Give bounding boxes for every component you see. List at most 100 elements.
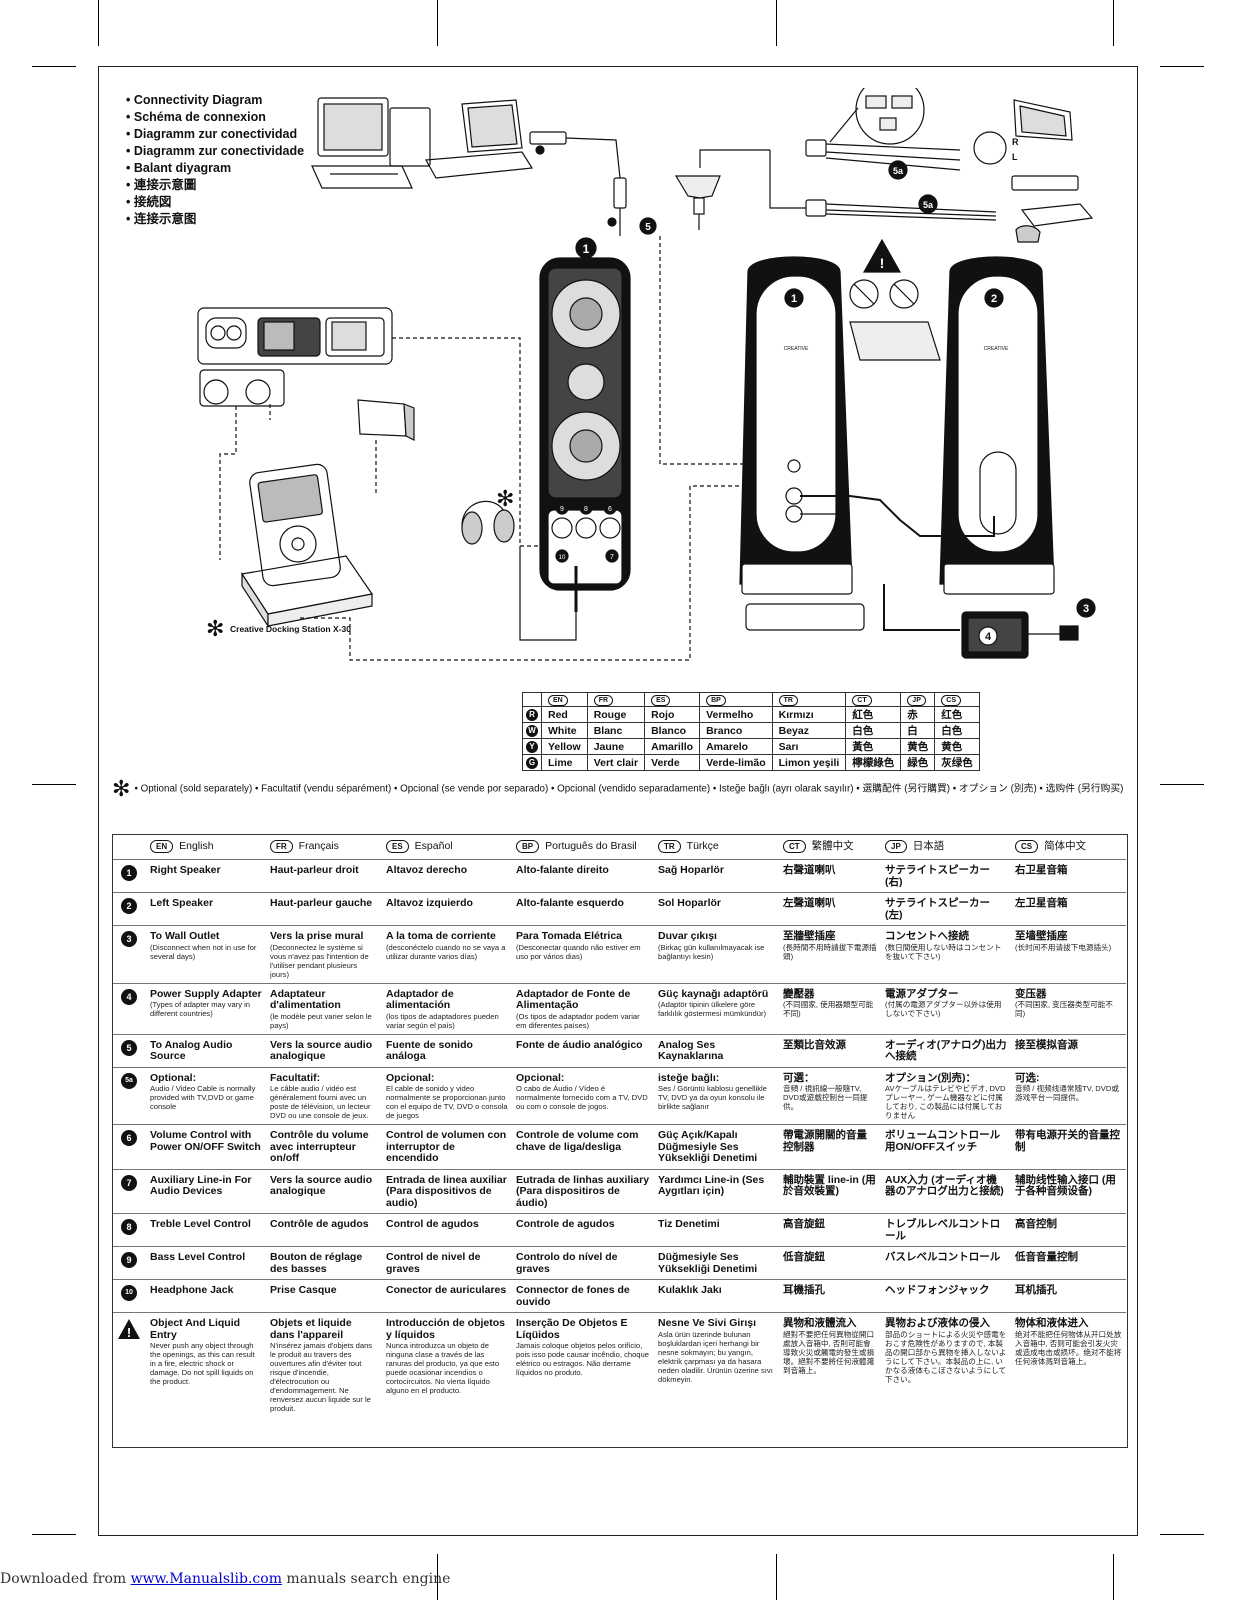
legend-cell: Control de nivel de graves (382, 1246, 512, 1280)
color-key: R (526, 709, 538, 721)
optional-star-icon: ✻ (112, 776, 131, 801)
legend-cell: Alto-falante direito (512, 859, 654, 893)
legend-cell: A la toma de corriente(desconéctelo cuan… (382, 925, 512, 983)
legend-note: (Disconnect when not in use for several … (150, 942, 257, 961)
legend-cell: Fonte de áudio analógico (512, 1033, 654, 1067)
legend-number: 1 (112, 859, 146, 893)
svg-text:10: 10 (559, 555, 566, 561)
lang-name: Português do Brasil (545, 840, 637, 852)
lang-name: 简体中文 (1044, 840, 1087, 852)
legend-term: Tiz Denetimi (658, 1218, 720, 1230)
color-cell: Amarillo (644, 738, 701, 755)
legend-cell: 耳机插孔 (1011, 1279, 1126, 1313)
callout-number: 9 (121, 1252, 137, 1268)
legend-term: Sağ Hoparlör (658, 864, 724, 876)
color-cell: 緑色 (900, 754, 936, 771)
legend-cell: Right Speaker (146, 859, 266, 893)
legend-note: (Os tipos de adaptador podem variar em d… (516, 1011, 640, 1030)
legend-term: 高音控制 (1015, 1218, 1057, 1230)
legend-term: Headphone Jack (150, 1284, 234, 1296)
callout-number: 4 (121, 988, 137, 1005)
legend-note: Never push any object through the openin… (150, 1341, 255, 1386)
legend-cell: Contrôle du volume avec interrupteur on/… (266, 1124, 382, 1169)
legend-cell: Controle de volume com chave de liga/des… (512, 1124, 654, 1169)
legend-number: 5 (112, 1033, 146, 1067)
legend-cell: Vers la prise mural(Deconnectez le systè… (266, 925, 382, 983)
legend-cell: Headphone Jack (146, 1279, 266, 1313)
legend-term: To Analog Audio Source (150, 1038, 233, 1062)
legend-cell: Connector de fones de ouvido (512, 1279, 654, 1313)
legend-term: ヘッドフォンジャック (885, 1284, 990, 1296)
legend-term: 物体和液体进入 (1015, 1317, 1089, 1329)
callout-number: 8 (121, 1219, 137, 1235)
svg-text:!: ! (880, 255, 885, 271)
callout-1: 1 (583, 242, 590, 256)
legend-term: 帶電源開關的音量控制器 (783, 1129, 867, 1153)
crop-mark (437, 1554, 438, 1600)
legend-cell: Alto-falante esquerdo (512, 892, 654, 926)
legend-note: (長時間不用時請拔下電源插頭) (783, 942, 877, 961)
legend-cell: サテライトスピーカー(右) (881, 859, 1011, 893)
legend-cell: To Wall Outlet(Disconnect when not in us… (146, 925, 266, 983)
legend-term: Yardımcı Line-in (Ses Aygıtları için) (658, 1173, 765, 1197)
legend-note: Ses / Görüntü kablosu genellikle TV, DVD… (658, 1084, 767, 1111)
right-speaker-brand: CREATIVE (784, 346, 809, 352)
legend-cell: Control de agudos (382, 1213, 512, 1247)
legend-term: Fuente de sonido análoga (386, 1038, 473, 1062)
callout-5a-top: 5a (893, 166, 904, 176)
callout-3: 3 (1083, 603, 1089, 615)
color-cell: Rojo (644, 706, 701, 723)
optional-star-icon: ✻ (496, 486, 514, 511)
connectivity-diagram: 5 R L 5a 5a ! (197, 88, 1096, 661)
legend-cell: 輔助裝置 line-in (用於音效裝置) (779, 1168, 881, 1214)
cable-color-table: EN FR ES BP TR CT JP CS R Red Rouge Rojo… (522, 692, 980, 771)
lang-badge: CT (783, 840, 806, 853)
legend-term: 至類比音效源 (783, 1038, 846, 1051)
legend-cell: コンセントへ接続(数日間使用しない時はコンセントを抜いて下さい) (881, 925, 1011, 983)
legend-cell: Opcional:El cable de sonido y video norm… (382, 1066, 512, 1125)
legend-term: 变压器 (1015, 987, 1047, 1000)
laptop-icon (425, 99, 534, 179)
footer-prefix: Downloaded from (0, 1571, 131, 1587)
legend-cell: Auxiliary Line-in For Audio Devices (146, 1168, 266, 1214)
callout-number: 5a (121, 1072, 137, 1089)
legend-cell: 可选:音频 / 视频线通常随TV, DVD或游戏平台一同提供。 (1011, 1066, 1126, 1125)
crop-mark (1160, 1534, 1204, 1535)
legend-cell: 左卫星音箱 (1011, 892, 1126, 926)
legend-term: Object And Liquid Entry (150, 1317, 241, 1341)
legend-term: Sol Hoparlör (658, 897, 722, 909)
legend-term: Adaptador de Fonte de Alimentação (516, 987, 631, 1011)
legend-note: AVケーブルはテレビやビデオ, DVDプレーヤー, ゲーム機器などに付属しており… (885, 1084, 1006, 1120)
crop-mark (437, 0, 438, 46)
callout-4: 4 (985, 631, 992, 643)
legend-cell: Düğmesiyle Ses Yüksekliği Denetimi (654, 1246, 779, 1280)
legend-cell: 變壓器(不同國家, 使用器類型可能不同) (779, 982, 881, 1034)
legend-term: 左聲道喇叭 (783, 897, 836, 909)
mp3-player-devices-icon (197, 307, 393, 407)
legend-cell: 带有电源开关的音量控制 (1011, 1124, 1126, 1169)
callout-5: 5 (645, 222, 651, 233)
title-fr: Schéma de connexion (126, 109, 304, 126)
legend-term: Objets et liquide dans l'appareil (270, 1317, 352, 1341)
legend-cell: Haut-parleur droit (266, 859, 382, 893)
legend-term: Connector de fones de ouvido (516, 1284, 630, 1308)
legend-cell: Control de volumen con interruptor de en… (382, 1124, 512, 1169)
television-icon (1013, 99, 1073, 141)
legend-cell: Sol Hoparlör (654, 892, 779, 926)
lang-badge: ES (386, 840, 409, 853)
manualslib-link[interactable]: www.Manualslib.com (130, 1571, 282, 1587)
legend-term: 耳機插孔 (783, 1284, 825, 1296)
legend-term: 至墙壁插座 (1015, 930, 1068, 942)
legend-term: AUX入力 (オーディオ機器のアナログ出力と接続) (885, 1173, 1004, 1197)
optional-star-icon: ✻ (206, 616, 224, 641)
legend-term: 異物および液体の侵入 (885, 1317, 990, 1329)
lang-name: Français (298, 840, 339, 852)
